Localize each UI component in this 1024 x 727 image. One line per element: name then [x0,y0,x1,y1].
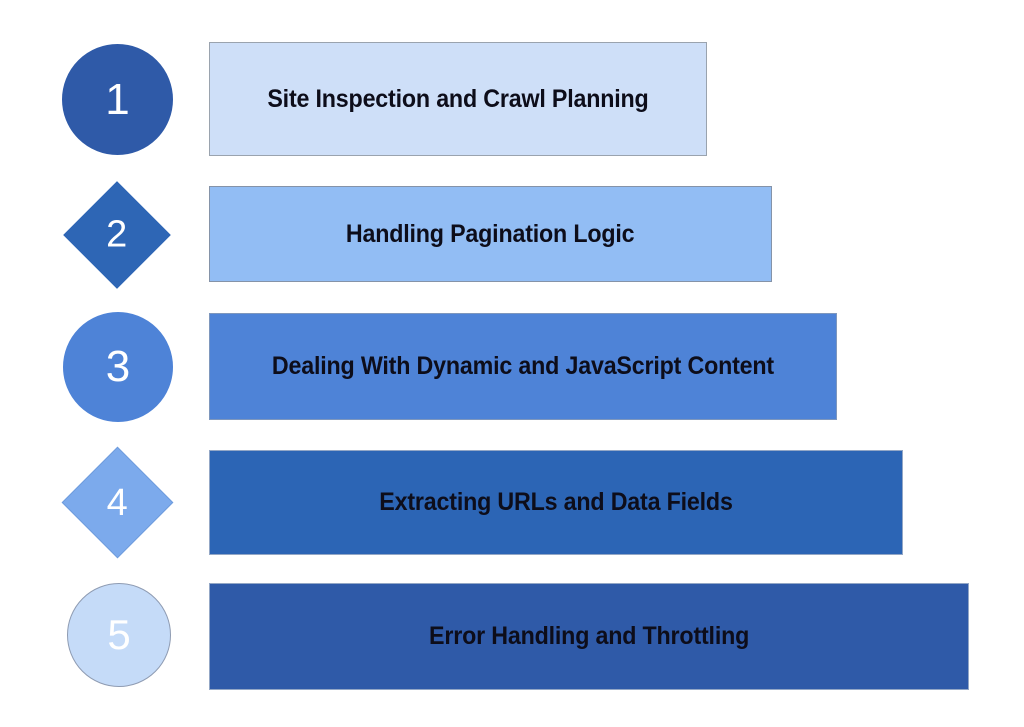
step-label-2: Handling Pagination Logic [346,219,635,248]
step-bar-4[interactable]: Extracting URLs and Data Fields [209,450,903,555]
step-number-1: 1 [105,74,130,124]
step-number-2: 2 [106,213,128,256]
step-label-3: Dealing With Dynamic and JavaScript Cont… [271,352,775,380]
step-bar-3[interactable]: Dealing With Dynamic and JavaScript Cont… [209,313,837,420]
step-label-5: Error Handling and Throttling [428,622,750,650]
step-marker-1[interactable]: 1 [62,44,173,155]
step-bar-5[interactable]: Error Handling and Throttling [209,583,969,690]
step-marker-3[interactable]: 3 [63,312,173,422]
step-label-1: Site Inspection and Crawl Planning [267,84,649,113]
step-marker-5[interactable]: 5 [67,583,171,687]
step-number-5: 5 [107,611,131,658]
step-marker-2[interactable]: 2 [63,181,171,289]
step-bar-1[interactable]: Site Inspection and Crawl Planning [209,42,707,156]
step-bar-2[interactable]: Handling Pagination Logic [209,186,772,282]
step-number-3: 3 [105,342,131,391]
step-number-4: 4 [106,481,129,524]
step-marker-4[interactable]: 4 [61,446,174,559]
step-label-4: Extracting URLs and Data Fields [379,488,733,516]
